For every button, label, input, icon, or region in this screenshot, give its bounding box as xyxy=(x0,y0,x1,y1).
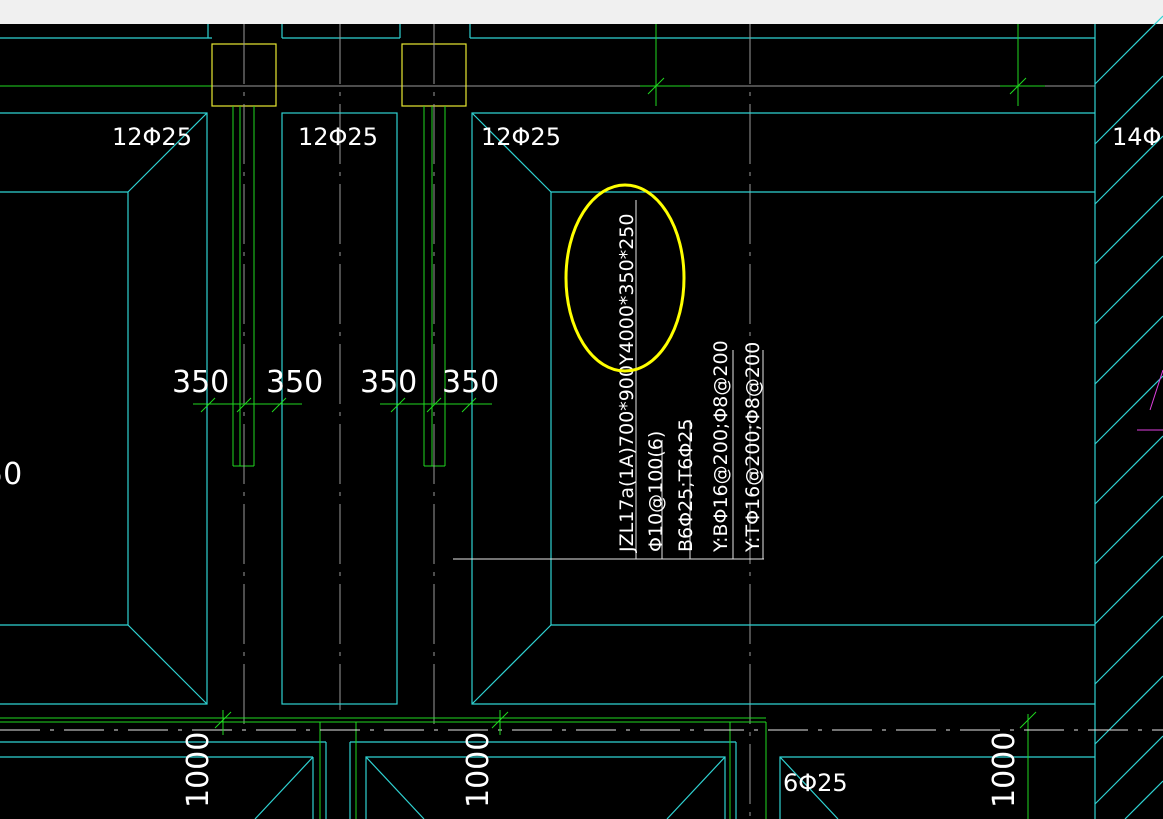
dimension-lines xyxy=(193,397,492,413)
axis-lines xyxy=(243,24,751,819)
rebar-label-far-right: 14Φ25 xyxy=(1112,123,1163,151)
footing-left[interactable] xyxy=(0,112,208,705)
rebar-label-left-footing: 12Φ25 xyxy=(112,123,192,151)
rebar-label-right-footing: 12Φ25 xyxy=(481,123,561,151)
dim-350-3: 350 xyxy=(360,365,417,400)
beam-annotation-line-2: Φ10@100(6) xyxy=(645,431,667,552)
dim-1000-1: 1000 xyxy=(181,732,216,808)
footing-right[interactable] xyxy=(471,112,1095,705)
dim-1000-2: 1000 xyxy=(461,732,496,808)
rebar-label-bottom: 6Φ25 xyxy=(783,769,848,797)
highlight-ellipse xyxy=(564,183,686,373)
dim-1000-3: 1000 xyxy=(987,732,1022,808)
column-outlines[interactable] xyxy=(211,43,467,107)
hatched-wall xyxy=(1094,15,1163,819)
top-beam-band xyxy=(0,24,1095,39)
beam-annotation-line-5: Y:TΦ16@200;Φ8@200 xyxy=(742,342,764,553)
dim-350-1: 350 xyxy=(172,365,229,400)
beam-annotation-line-1: JZL17a(1A)700*900Y4000*350*250 xyxy=(616,214,638,553)
dim-partial-left: 50 xyxy=(0,457,22,492)
bottom-footings[interactable] xyxy=(0,714,1163,819)
dim-350-2: 350 xyxy=(266,365,323,400)
beam-annotation-line-4: Y:BΦ16@200;Φ8@200 xyxy=(710,340,732,553)
annotation-leader xyxy=(453,200,764,560)
dim-350-4: 350 xyxy=(442,365,499,400)
window-top-bar xyxy=(0,0,1163,24)
beam-annotation-line-3: B6Φ25;T6Φ25 xyxy=(675,419,697,552)
axis-cross-marks xyxy=(214,24,1045,735)
rebar-label-middle: 12Φ25 xyxy=(298,123,378,151)
green-stirrup-lines xyxy=(232,106,446,467)
beam-annotation[interactable]: JZL17a(1A)700*900Y4000*350*250 Φ10@100(6… xyxy=(616,214,764,553)
footing-middle[interactable] xyxy=(281,112,398,705)
